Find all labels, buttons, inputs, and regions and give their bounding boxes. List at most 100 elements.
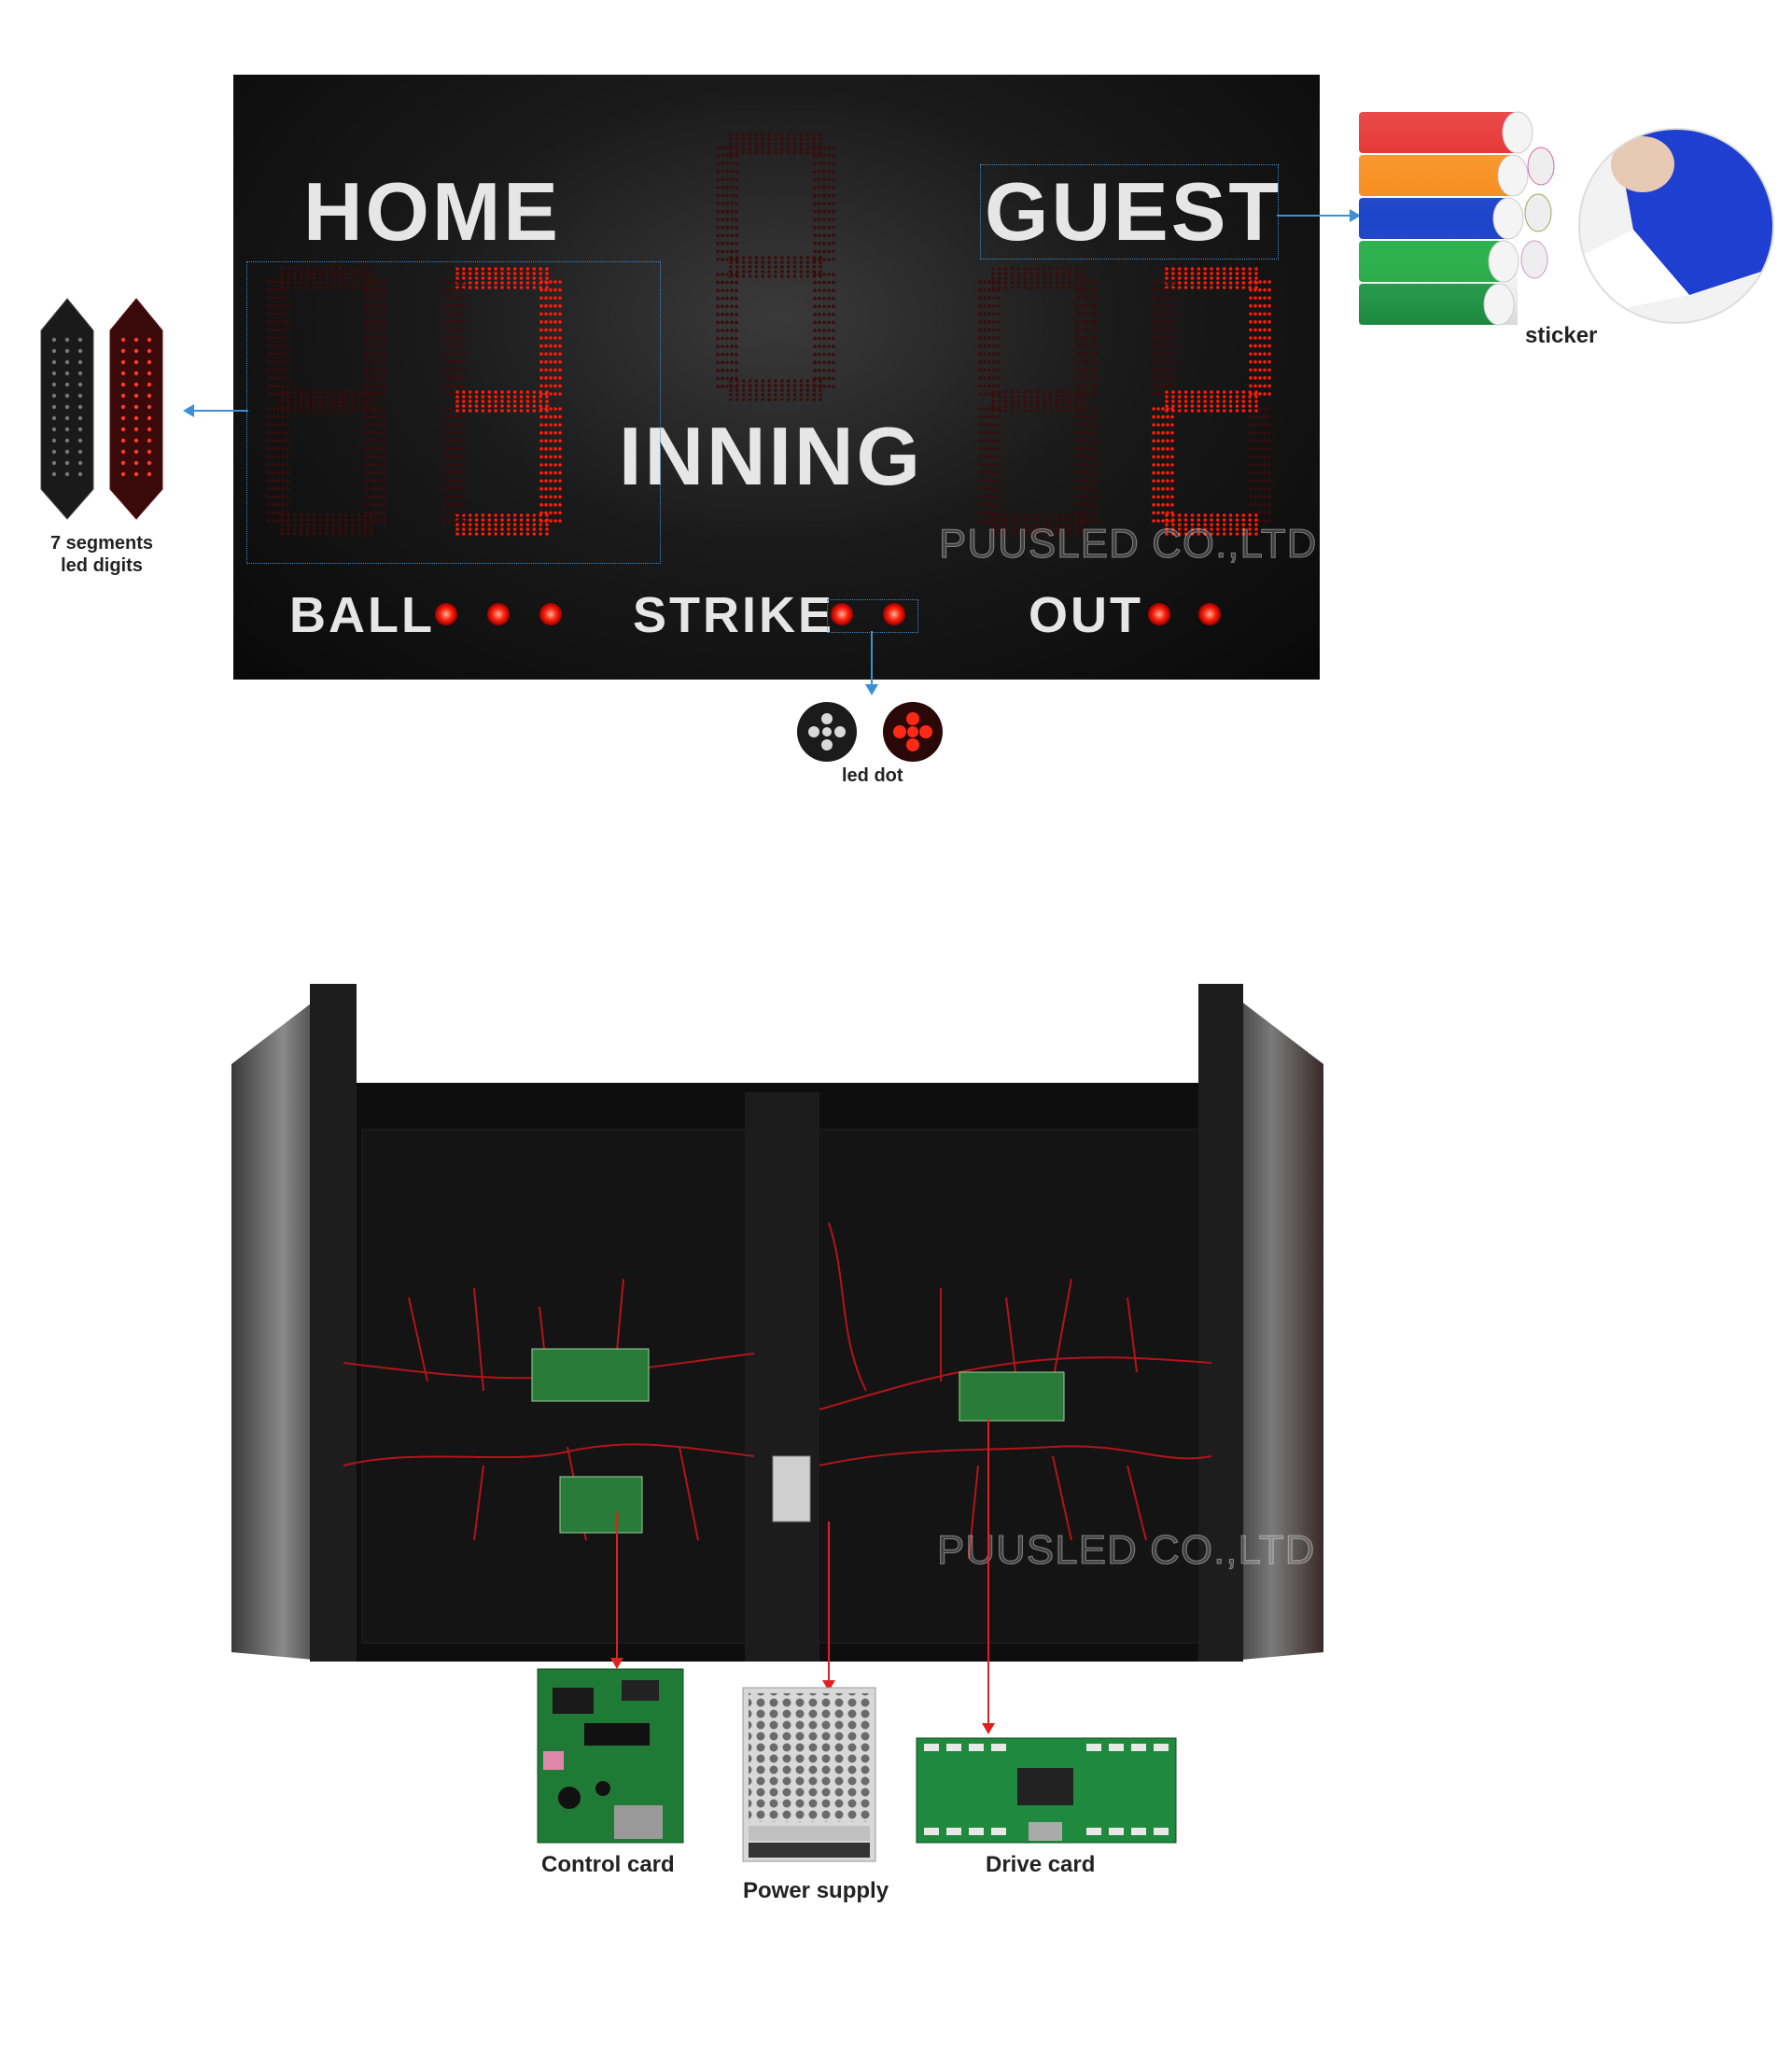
segment-led bbox=[461, 376, 465, 380]
segment-led bbox=[299, 400, 303, 403]
segment-led bbox=[1085, 392, 1088, 396]
segment-led bbox=[1156, 414, 1160, 419]
segment-led bbox=[370, 532, 373, 536]
segment-led bbox=[1170, 430, 1174, 435]
segment-led bbox=[447, 359, 451, 364]
segment-led bbox=[1166, 368, 1169, 372]
segment-led bbox=[455, 532, 459, 536]
segment-led bbox=[997, 479, 1001, 483]
segment-led bbox=[1152, 359, 1155, 364]
segment-led bbox=[1089, 352, 1093, 356]
segment-led bbox=[813, 344, 817, 348]
segment-led bbox=[442, 486, 446, 491]
segment-led bbox=[487, 523, 492, 526]
segment-led bbox=[983, 376, 987, 380]
segment-led bbox=[1152, 303, 1155, 308]
segment-led bbox=[774, 274, 777, 278]
segment-led bbox=[1085, 447, 1088, 451]
segment-led bbox=[378, 303, 382, 308]
segment-led bbox=[1254, 523, 1258, 526]
segment-led bbox=[997, 280, 1001, 284]
segment-led bbox=[1249, 470, 1253, 475]
segment-led bbox=[456, 352, 460, 356]
segment-led bbox=[525, 532, 530, 536]
segment-led bbox=[813, 280, 817, 285]
segment-led bbox=[1170, 344, 1174, 348]
segment-led bbox=[799, 393, 804, 397]
segment-led bbox=[544, 495, 548, 499]
segment-led bbox=[1210, 527, 1213, 531]
segment-led bbox=[1166, 320, 1169, 324]
module-led bbox=[120, 415, 126, 421]
segment-led bbox=[997, 296, 1001, 300]
segment-led bbox=[827, 153, 831, 158]
segment-led bbox=[287, 276, 290, 280]
segment-led bbox=[818, 313, 821, 316]
segment-led bbox=[748, 256, 752, 260]
segment-led bbox=[1248, 404, 1252, 408]
segment-led bbox=[373, 303, 377, 308]
segment-led bbox=[799, 274, 804, 278]
segment-led bbox=[378, 288, 382, 292]
segment-led bbox=[272, 447, 275, 451]
segment-led bbox=[754, 270, 759, 274]
segment-led bbox=[818, 369, 821, 372]
segment-led bbox=[272, 495, 275, 499]
segment-led bbox=[818, 329, 821, 332]
segment-led bbox=[721, 242, 724, 245]
segment-led bbox=[729, 256, 733, 260]
segment-led bbox=[1249, 384, 1253, 388]
segment-led bbox=[987, 280, 991, 284]
segment-led bbox=[281, 439, 285, 443]
segment-led bbox=[1003, 400, 1008, 403]
module-led bbox=[147, 371, 152, 376]
segment-led bbox=[287, 267, 290, 271]
segment-led bbox=[761, 384, 765, 387]
segment-led bbox=[1081, 527, 1085, 531]
segment-led bbox=[280, 390, 284, 394]
segment-led bbox=[267, 344, 271, 348]
segment-led bbox=[1094, 312, 1098, 316]
segment-led bbox=[725, 233, 729, 238]
segment-led bbox=[832, 336, 835, 341]
segment-led bbox=[1235, 527, 1239, 531]
segment-led bbox=[276, 455, 280, 459]
segment-led bbox=[792, 379, 797, 383]
segment-led bbox=[1085, 455, 1088, 459]
module-led bbox=[147, 348, 152, 354]
segment-led bbox=[983, 288, 987, 292]
segment-led bbox=[1094, 486, 1098, 491]
segment-led bbox=[378, 430, 382, 435]
segment-led bbox=[1216, 404, 1220, 408]
segment-led bbox=[558, 407, 562, 411]
segment-led bbox=[1171, 409, 1175, 413]
segment-led bbox=[987, 312, 991, 316]
segment-led bbox=[735, 133, 739, 136]
segment-led bbox=[337, 267, 342, 271]
segment-led bbox=[286, 470, 289, 475]
segment-led bbox=[1222, 523, 1226, 526]
segment-led bbox=[1263, 414, 1267, 419]
segment-led bbox=[331, 395, 335, 399]
segment-led bbox=[1253, 320, 1257, 324]
segment-led bbox=[461, 503, 465, 507]
segment-led bbox=[481, 523, 485, 526]
segment-led bbox=[1010, 527, 1015, 531]
segment-led bbox=[780, 260, 784, 264]
segment-led bbox=[1016, 267, 1021, 271]
segment-led bbox=[461, 336, 465, 340]
segment-led bbox=[716, 202, 720, 205]
segment-led bbox=[474, 390, 479, 394]
segment-led bbox=[818, 304, 821, 309]
module-led bbox=[120, 393, 126, 399]
segment-led bbox=[1156, 455, 1160, 459]
segment-led bbox=[325, 400, 329, 403]
segment-led bbox=[532, 395, 537, 399]
segment-led bbox=[1165, 390, 1169, 394]
segment-led bbox=[553, 359, 557, 364]
segment-led bbox=[558, 303, 562, 308]
segment-led bbox=[992, 368, 996, 372]
segment-led bbox=[1068, 276, 1072, 280]
segment-led bbox=[1156, 288, 1160, 292]
segment-led bbox=[468, 523, 472, 526]
